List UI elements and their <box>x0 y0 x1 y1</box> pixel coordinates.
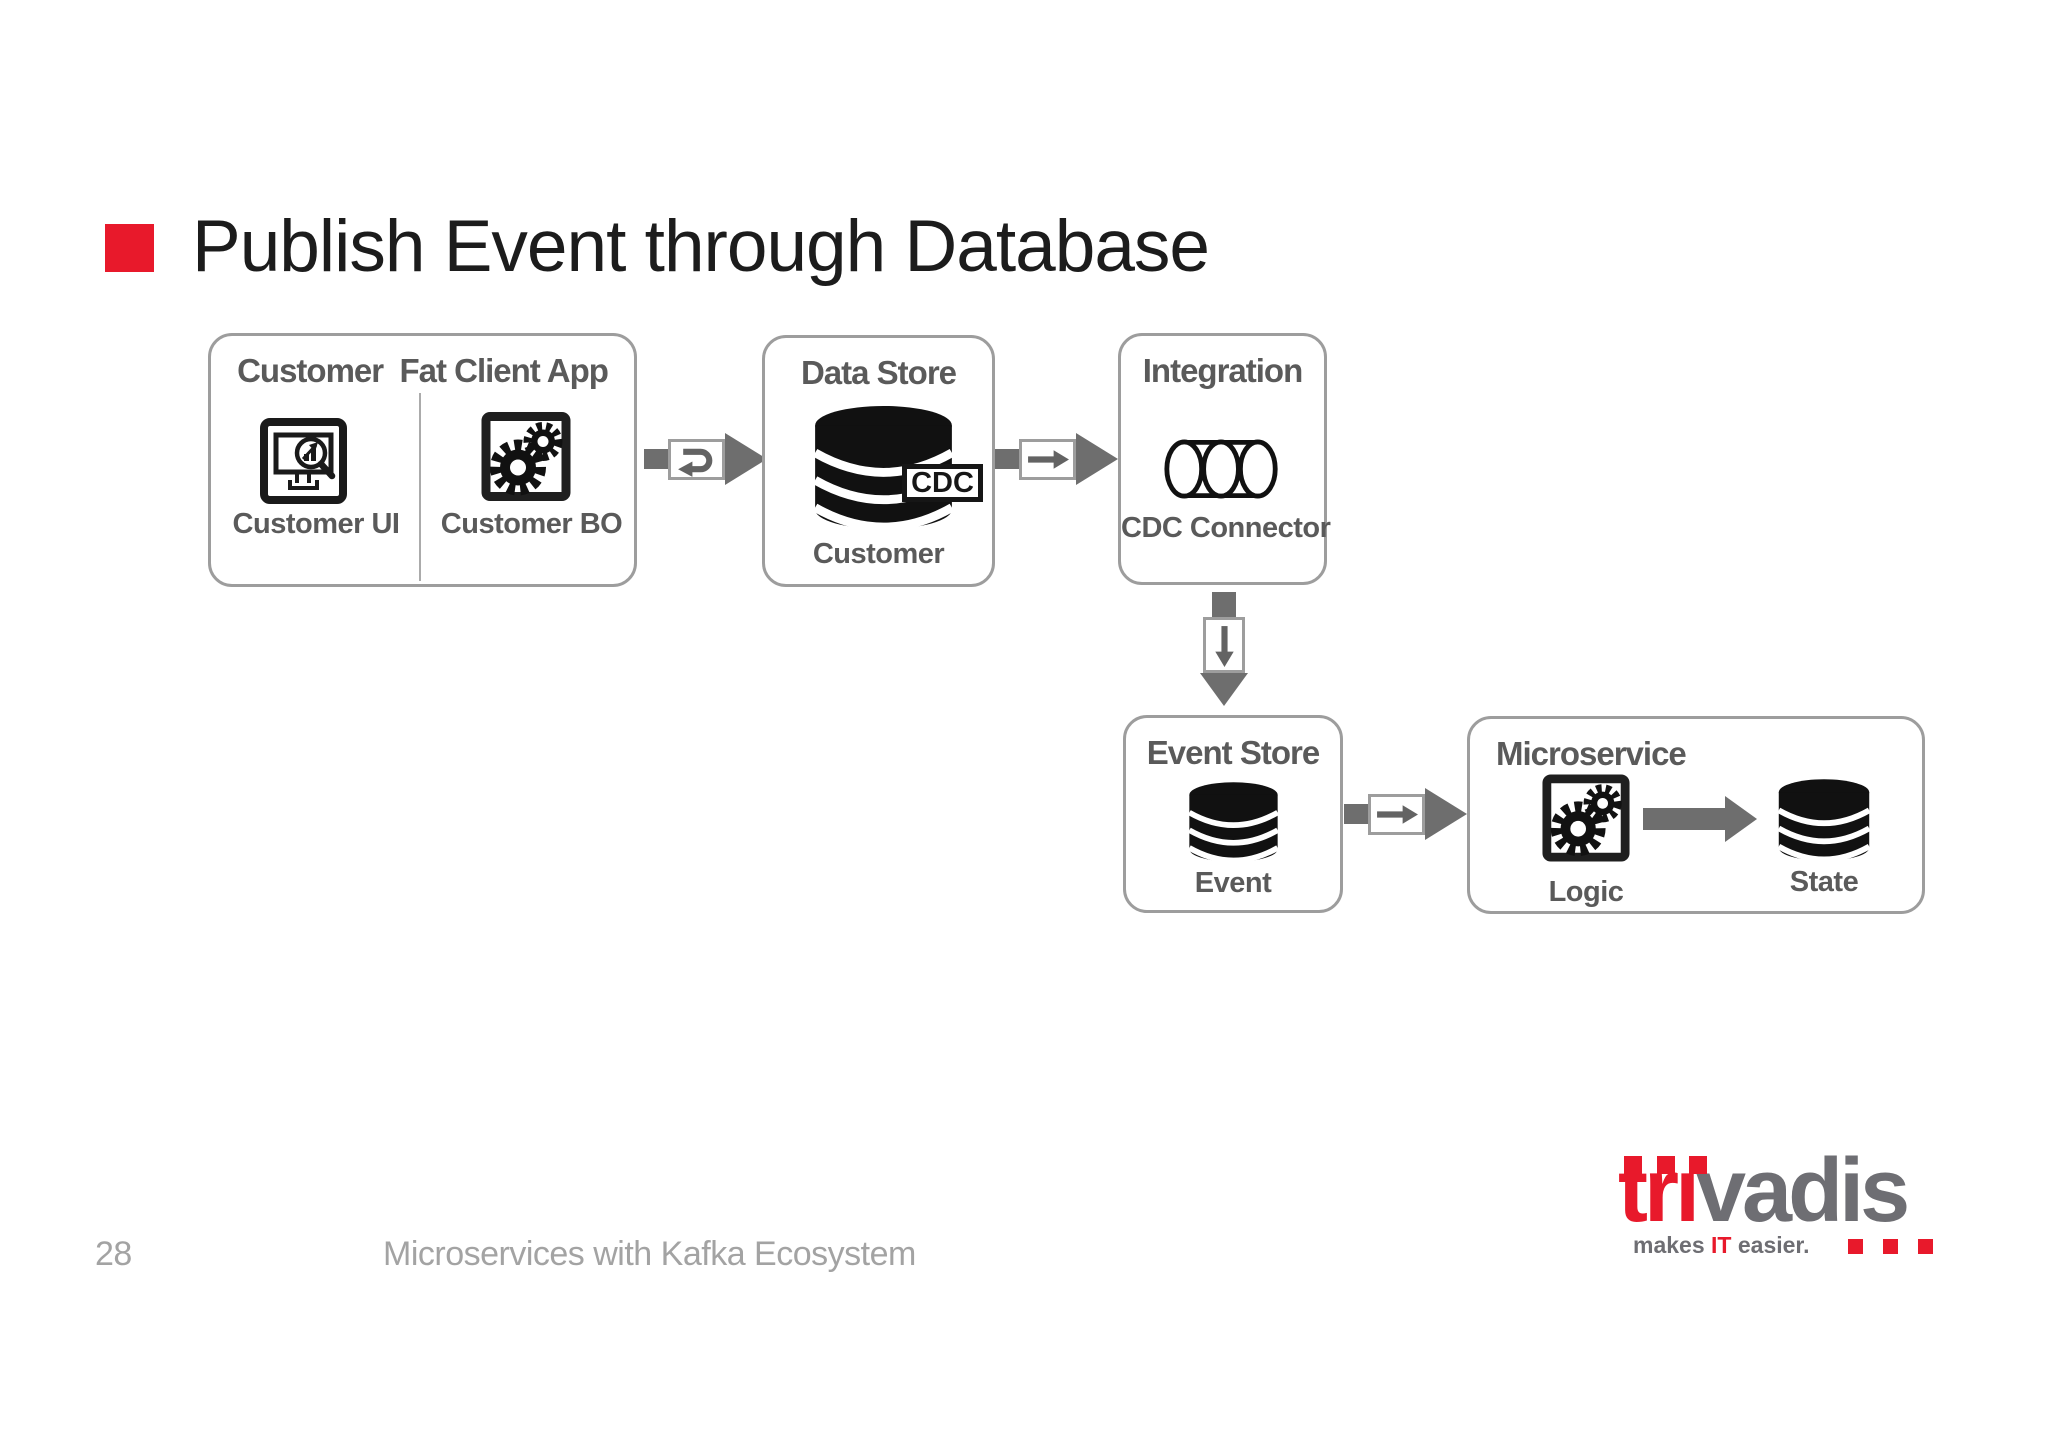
page-number: 28 <box>95 1235 132 1273</box>
logo-square-icon <box>1848 1239 1863 1254</box>
connector-fatclient-datastore <box>644 433 768 485</box>
gears-icon <box>481 412 571 501</box>
eventstore-db-label: Event <box>1194 867 1272 899</box>
pipeline-rings-icon <box>1164 439 1278 499</box>
integration-label: CDC Connector <box>1121 512 1331 544</box>
datastore-db-label: Customer <box>812 538 945 570</box>
column-divider <box>419 393 421 581</box>
state-label: State <box>1789 866 1859 898</box>
node-event-store: Event Store Event <box>1123 715 1343 913</box>
customer-ui-label: Customer UI <box>232 508 400 540</box>
logic-label: Logic <box>1548 876 1624 908</box>
cdc-badge: CDC <box>902 464 983 502</box>
connector-stub <box>644 449 670 469</box>
tagline-it: IT <box>1711 1232 1732 1258</box>
arrowhead-right <box>1425 788 1467 840</box>
solid-right-arrow <box>1643 796 1757 842</box>
database-icon <box>1777 779 1871 862</box>
one-way-arrow-icon <box>1019 439 1076 480</box>
node-integration: Integration CDC Connector <box>1118 333 1331 585</box>
node-title: Customer Fat Client App <box>237 352 609 389</box>
title-bullet-square <box>105 224 154 272</box>
connector-datastore-integration <box>995 433 1118 485</box>
logo-dot-icon <box>1689 1156 1707 1174</box>
tagline-post: easier. <box>1731 1232 1810 1258</box>
logo-dot-icon <box>1624 1156 1642 1174</box>
page-title: Publish Event through Database <box>192 206 1210 287</box>
arrowhead-right <box>1076 433 1118 485</box>
customer-bo-label: Customer BO <box>440 508 623 540</box>
arrowhead-right <box>725 433 767 485</box>
database-icon <box>1187 782 1280 863</box>
node-title: Integration <box>1142 352 1304 389</box>
connector-eventstore-microservice <box>1344 788 1467 840</box>
node-title: Microservice <box>1496 735 1687 772</box>
logo-word-gray: vadis <box>1696 1141 1910 1241</box>
footer-title: Microservices with Kafka Ecosystem <box>383 1235 916 1273</box>
logo-dot-icon <box>1657 1156 1675 1174</box>
one-way-arrow-icon <box>1368 794 1425 835</box>
logo-square-icon <box>1883 1239 1898 1254</box>
connector-stub <box>1212 592 1236 619</box>
node-data-store: Data Store CDC Customer <box>762 335 995 587</box>
gears-icon <box>1542 774 1630 862</box>
connector-stub <box>995 449 1021 469</box>
logo-square-icon <box>1918 1239 1933 1254</box>
node-title: Event Store <box>1146 734 1320 771</box>
arrowhead-down <box>1200 673 1248 706</box>
one-way-arrow-down-icon <box>1203 617 1245 673</box>
logo-tagline: makes IT easier. <box>1633 1232 1810 1259</box>
request-reply-uturn-arrow-icon <box>668 439 725 480</box>
connector-integration-eventstore <box>1199 592 1249 714</box>
tagline-pre: makes <box>1633 1232 1712 1258</box>
node-microservice: Microservice Logic State <box>1467 716 1925 914</box>
monitor-magnifier-icon <box>260 418 347 504</box>
node-fat-client-app: Customer Fat Client App Customer UI Cust… <box>208 333 637 587</box>
connector-stub <box>1344 804 1370 824</box>
node-title: Data Store <box>800 354 957 391</box>
